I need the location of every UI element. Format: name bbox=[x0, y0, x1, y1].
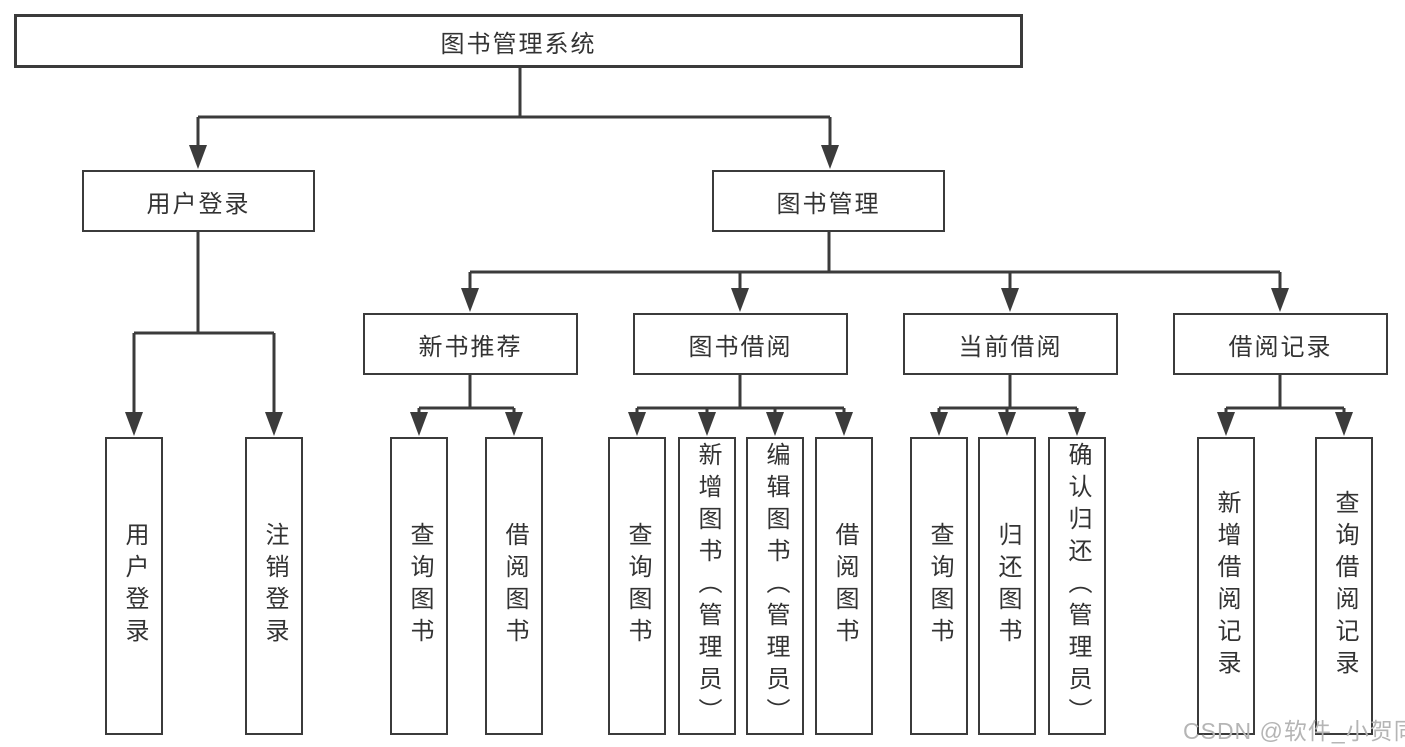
arrowhead bbox=[265, 412, 283, 436]
leaf-current-confirm-return-admin: 确认归还（管理员） bbox=[1048, 437, 1106, 735]
arrowhead bbox=[410, 412, 428, 436]
arrowhead bbox=[821, 145, 839, 169]
leaf-current-return-book: 归还图书 bbox=[978, 437, 1036, 735]
arrowhead bbox=[1217, 412, 1235, 436]
leaf-borrow-query-book-label: 查询图书 bbox=[624, 522, 651, 650]
leaf-record-query: 查询借阅记录 bbox=[1315, 437, 1373, 735]
arrowhead bbox=[998, 412, 1016, 436]
arrowhead bbox=[698, 412, 716, 436]
leaf-user-login-label: 用户登录 bbox=[121, 522, 148, 650]
leaf-record-add-label: 新增借阅记录 bbox=[1213, 490, 1240, 682]
arrowhead bbox=[1001, 288, 1019, 312]
leaf-borrow-edit-book-admin-label: 编辑图书（管理员） bbox=[762, 442, 789, 730]
arrowhead bbox=[189, 145, 207, 169]
leaf-recommend-borrow-book: 借阅图书 bbox=[485, 437, 543, 735]
leaf-borrow-edit-book-admin: 编辑图书（管理员） bbox=[746, 437, 804, 735]
arrowhead bbox=[1335, 412, 1353, 436]
leaf-current-return-book-label: 归还图书 bbox=[994, 522, 1021, 650]
leaf-current-confirm-return-admin-label: 确认归还（管理员） bbox=[1064, 442, 1091, 730]
node-current-borrow: 当前借阅 bbox=[903, 313, 1118, 375]
node-user-login: 用户登录 bbox=[82, 170, 315, 232]
node-borrow-record: 借阅记录 bbox=[1173, 313, 1388, 375]
leaf-record-query-label: 查询借阅记录 bbox=[1331, 490, 1358, 682]
arrowhead bbox=[628, 412, 646, 436]
node-book-borrow: 图书借阅 bbox=[633, 313, 848, 375]
arrowhead bbox=[1271, 288, 1289, 312]
arrowhead bbox=[766, 412, 784, 436]
arrowhead bbox=[835, 412, 853, 436]
leaf-user-login: 用户登录 bbox=[105, 437, 163, 735]
leaf-borrow-add-book-admin-label: 新增图书（管理员） bbox=[694, 442, 721, 730]
leaf-recommend-query-book: 查询图书 bbox=[390, 437, 448, 735]
leaf-borrow-borrow-book-label: 借阅图书 bbox=[831, 522, 858, 650]
arrowhead bbox=[731, 288, 749, 312]
arrowhead bbox=[1068, 412, 1086, 436]
arrowheads bbox=[125, 145, 1353, 436]
leaf-recommend-query-book-label: 查询图书 bbox=[406, 522, 433, 650]
leaf-current-query-book: 查询图书 bbox=[910, 437, 968, 735]
leaf-borrow-borrow-book: 借阅图书 bbox=[815, 437, 873, 735]
leaf-borrow-query-book: 查询图书 bbox=[608, 437, 666, 735]
node-book-management: 图书管理 bbox=[712, 170, 945, 232]
arrowhead bbox=[505, 412, 523, 436]
leaf-record-add: 新增借阅记录 bbox=[1197, 437, 1255, 735]
leaf-logout-label: 注销登录 bbox=[261, 522, 288, 650]
leaf-logout: 注销登录 bbox=[245, 437, 303, 735]
arrowhead bbox=[125, 412, 143, 436]
leaf-borrow-add-book-admin: 新增图书（管理员） bbox=[678, 437, 736, 735]
csdn-watermark: CSDN @软件_小贺同学 bbox=[1183, 718, 1405, 744]
node-new-book-recommend: 新书推荐 bbox=[363, 313, 578, 375]
leaf-recommend-borrow-book-label: 借阅图书 bbox=[501, 522, 528, 650]
arrowhead bbox=[930, 412, 948, 436]
arrowhead bbox=[461, 288, 479, 312]
node-library-management-system: 图书管理系统 bbox=[14, 14, 1023, 68]
leaf-current-query-book-label: 查询图书 bbox=[926, 522, 953, 650]
